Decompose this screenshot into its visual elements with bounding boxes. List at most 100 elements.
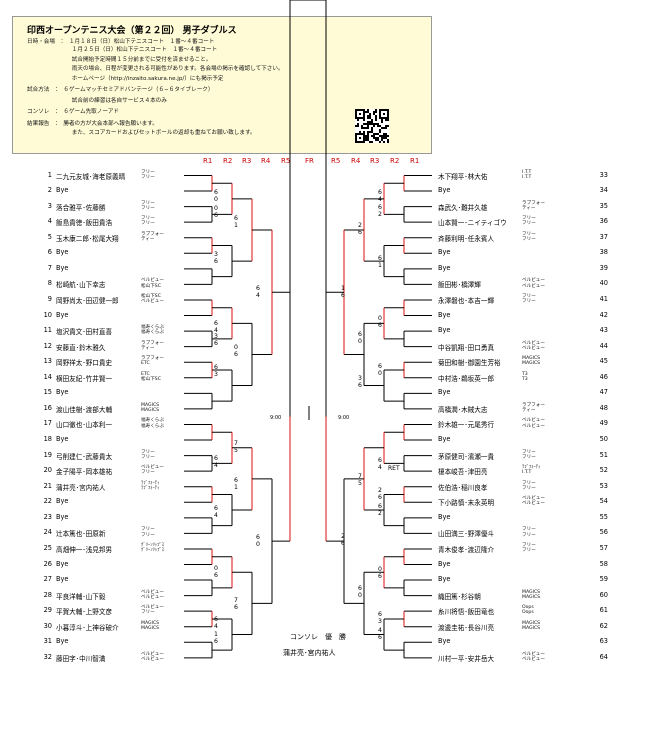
- qr-module: [373, 123, 375, 125]
- club-name: 福寿くらぶ: [141, 330, 164, 336]
- match-time: 9:00: [270, 415, 282, 421]
- score-bottom: 2: [378, 211, 382, 218]
- qr-module: [355, 133, 357, 135]
- player-name: Bye: [438, 326, 451, 335]
- score-bottom: 6: [358, 382, 362, 389]
- qr-module: [371, 119, 373, 121]
- entry-number: 44: [599, 341, 608, 350]
- round-header: R2: [390, 157, 400, 165]
- club-name: ﾗﾌﾞﾌｫｰﾃｨ: [522, 465, 541, 471]
- score-top: 0: [214, 205, 218, 212]
- club-name: ベルビュー: [522, 501, 545, 507]
- player-name: 二九元友城･海老原義晴: [56, 172, 126, 181]
- club-name: 松山下SC: [141, 293, 161, 299]
- entry-number: 36: [599, 217, 608, 226]
- player-name: 榎本峻吾･津田亮: [438, 468, 488, 477]
- qr-module: [387, 109, 389, 111]
- score-top: 3: [214, 251, 218, 258]
- player-name: Bye: [56, 559, 69, 568]
- club-name: T3: [522, 371, 528, 377]
- score-bottom: 6: [214, 258, 218, 265]
- club-name: ラブフォー: [522, 402, 545, 408]
- score-bottom: 6: [214, 340, 218, 347]
- club-name: ベルビュー: [522, 496, 545, 502]
- score-top: 6: [214, 455, 218, 462]
- score-bottom: 4: [214, 462, 218, 469]
- club-name: フリー: [522, 527, 536, 533]
- entry-number: 5: [47, 232, 52, 241]
- score-top: 3: [358, 375, 362, 382]
- qr-module: [367, 131, 369, 133]
- club-name: フリー: [141, 527, 155, 533]
- entry-number: 22: [43, 497, 52, 506]
- round-header: R4: [351, 157, 361, 165]
- qr-module: [379, 111, 381, 113]
- score-top: 6: [256, 534, 260, 541]
- score-bottom: 6: [341, 540, 345, 547]
- score-top: 6: [214, 616, 218, 623]
- score-bottom: 0: [378, 370, 382, 377]
- qr-module: [385, 135, 387, 137]
- qr-module: [359, 113, 361, 115]
- club-name: フリー: [141, 174, 155, 180]
- score-top: 1: [214, 631, 218, 638]
- qr-module: [381, 135, 383, 137]
- qr-module: [363, 115, 365, 117]
- club-name: ベルビュー: [141, 657, 164, 663]
- player-name: 金子陽平･岡本雄祐: [56, 468, 113, 477]
- qr-module: [381, 137, 383, 139]
- entry-number: 55: [599, 512, 608, 521]
- qr-module: [387, 135, 389, 137]
- qr-module: [371, 121, 373, 123]
- score-bottom: 6: [378, 494, 382, 501]
- info-line: 雨天の場合、日程が変更される可能性があります。各会場の掲示を確認して下さい。: [27, 66, 284, 72]
- score-bottom: 0: [358, 338, 362, 345]
- qr-module: [365, 139, 367, 141]
- club-name: ベルビュー: [141, 278, 164, 284]
- qr-module: [375, 119, 377, 121]
- qr-module: [371, 141, 373, 143]
- qr-module: [357, 123, 359, 125]
- qr-module: [359, 109, 361, 111]
- entry-number: 57: [599, 543, 608, 552]
- club-name: フリー: [141, 200, 155, 206]
- info-line: 日時・会場 ： １月１８日（日）松山下テニスコート １番〜４番コート: [27, 39, 215, 45]
- qr-module: [387, 125, 389, 127]
- club-name: フリー: [522, 216, 536, 222]
- qr-module: [359, 141, 361, 143]
- qr-module: [369, 131, 371, 133]
- club-name: ティー: [522, 408, 536, 414]
- entry-number: 51: [599, 450, 608, 459]
- qr-module: [365, 123, 367, 125]
- player-name: Bye: [56, 435, 69, 444]
- qr-module: [385, 133, 387, 135]
- entry-number: 47: [599, 388, 608, 397]
- player-name: Bye: [438, 637, 451, 646]
- entry-number: 53: [599, 481, 608, 490]
- entry-number: 9: [47, 294, 52, 303]
- club-name: フリー: [522, 485, 536, 491]
- club-name: ベルビュー: [522, 657, 545, 663]
- qr-module: [355, 135, 357, 137]
- match-time: 9:00: [338, 415, 350, 421]
- club-name: フリー: [522, 236, 536, 242]
- player-name: 渡邊圭祐･長谷川亮: [438, 623, 495, 632]
- player-name: 辻本篤也･田原新: [56, 530, 106, 539]
- score-bottom: 6: [214, 572, 218, 579]
- qr-module: [375, 117, 377, 119]
- round-header: R2: [223, 157, 233, 165]
- qr-module: [357, 133, 359, 135]
- round-header: R5: [331, 157, 341, 165]
- round-header: R1: [410, 157, 420, 165]
- score-bottom: 2: [378, 510, 382, 517]
- entry-number: 28: [43, 590, 52, 599]
- qr-module: [355, 139, 357, 141]
- qr-module: [365, 127, 367, 129]
- info-line: １月２５日（日）松山下テニスコート １番〜４番コート: [27, 47, 218, 53]
- entry-number: 19: [43, 450, 52, 459]
- club-name: フリー: [141, 454, 155, 460]
- club-name: ﾗﾌﾞﾌｫｰﾃｨ: [141, 485, 160, 491]
- player-name: 中谷凱翔･田口勇真: [438, 343, 495, 352]
- qr-module: [377, 133, 379, 135]
- score-bottom: 6: [234, 351, 238, 358]
